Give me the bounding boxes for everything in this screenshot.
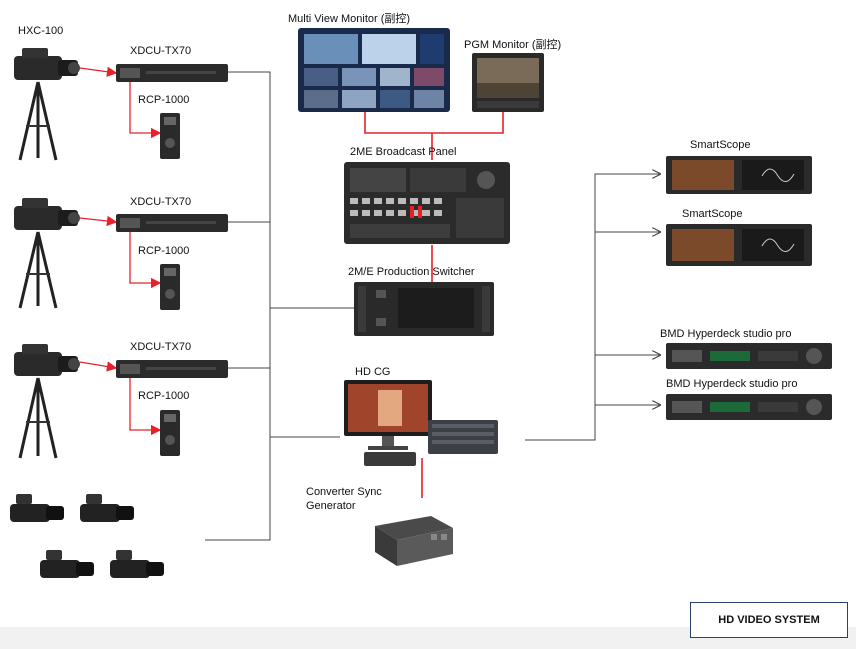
label-pgm: PGM Monitor (副控) xyxy=(464,39,562,51)
multiview-monitor-icon xyxy=(298,28,450,112)
handheld-camcorders-icon xyxy=(10,494,164,578)
xdcu1-bus xyxy=(205,71,271,541)
xdcu3-rcp-link xyxy=(129,376,162,436)
label-smartscope-2: SmartScope xyxy=(682,208,743,220)
monitors-panel-link xyxy=(364,112,504,134)
label-hxc-100: HXC-100 xyxy=(18,25,64,37)
camera-3-icon xyxy=(14,344,80,459)
xdcu-tx70-unit-1-icon xyxy=(116,64,228,82)
label-xdcu-3: XDCU-TX70 xyxy=(130,341,192,353)
rcp-1000-panel-3-icon xyxy=(160,410,180,456)
system-title-box: HD VIDEO SYSTEM xyxy=(690,602,848,638)
label-converter-sync: Converter Sync Generator xyxy=(306,486,382,512)
label-xdcu-1: XDCU-TX70 xyxy=(130,45,192,57)
smartscope-2-icon xyxy=(666,224,812,266)
converter-sync-generator-icon xyxy=(375,516,453,566)
label-smartscope-1: SmartScope xyxy=(690,139,751,151)
xdcu2-rcp-link xyxy=(129,230,162,289)
xdcu-tx70-unit-3-icon xyxy=(116,360,228,378)
label-rcp-3: RCP-1000 xyxy=(138,390,190,402)
system-title: HD VIDEO SYSTEM xyxy=(718,614,820,626)
pgm-monitor-icon xyxy=(472,53,544,112)
right-bus-upper xyxy=(525,174,660,441)
label-hyperdeck-1: BMD Hyperdeck studio pro xyxy=(660,328,792,340)
label-switcher: 2M/E Production Switcher xyxy=(348,266,475,278)
label-hdcg: HD CG xyxy=(355,366,391,378)
production-switcher-icon xyxy=(354,282,494,336)
xdcu-tx70-unit-2-icon xyxy=(116,214,228,232)
hyperdeck-1-icon xyxy=(666,343,832,369)
smartscope-1-icon xyxy=(666,156,812,194)
camera2-xdcu-link xyxy=(79,215,118,227)
xdcu1-rcp-link xyxy=(129,80,162,139)
hdcg-workstation-icon xyxy=(344,380,498,466)
camera-hxc100-icon xyxy=(14,48,80,161)
label-xdcu-2: XDCU-TX70 xyxy=(130,196,192,208)
rcp-1000-panel-2-icon xyxy=(160,264,180,310)
label-rcp-2: RCP-1000 xyxy=(138,245,190,257)
camera-2-icon xyxy=(14,198,80,309)
label-multiview: Multi View Monitor (副控) xyxy=(288,13,411,25)
camera1-xdcu-link xyxy=(79,66,118,77)
label-rcp-1: RCP-1000 xyxy=(138,94,190,106)
broadcast-panel-icon xyxy=(344,162,510,244)
hyperdeck-2-icon xyxy=(666,394,832,420)
rcp-1000-panel-1-icon xyxy=(160,113,180,159)
camera3-xdcu-link xyxy=(79,361,118,372)
footer-band xyxy=(0,627,856,649)
label-broadcast-panel: 2ME Broadcast Panel xyxy=(350,146,457,158)
label-hyperdeck-2: BMD Hyperdeck studio pro xyxy=(666,378,798,390)
